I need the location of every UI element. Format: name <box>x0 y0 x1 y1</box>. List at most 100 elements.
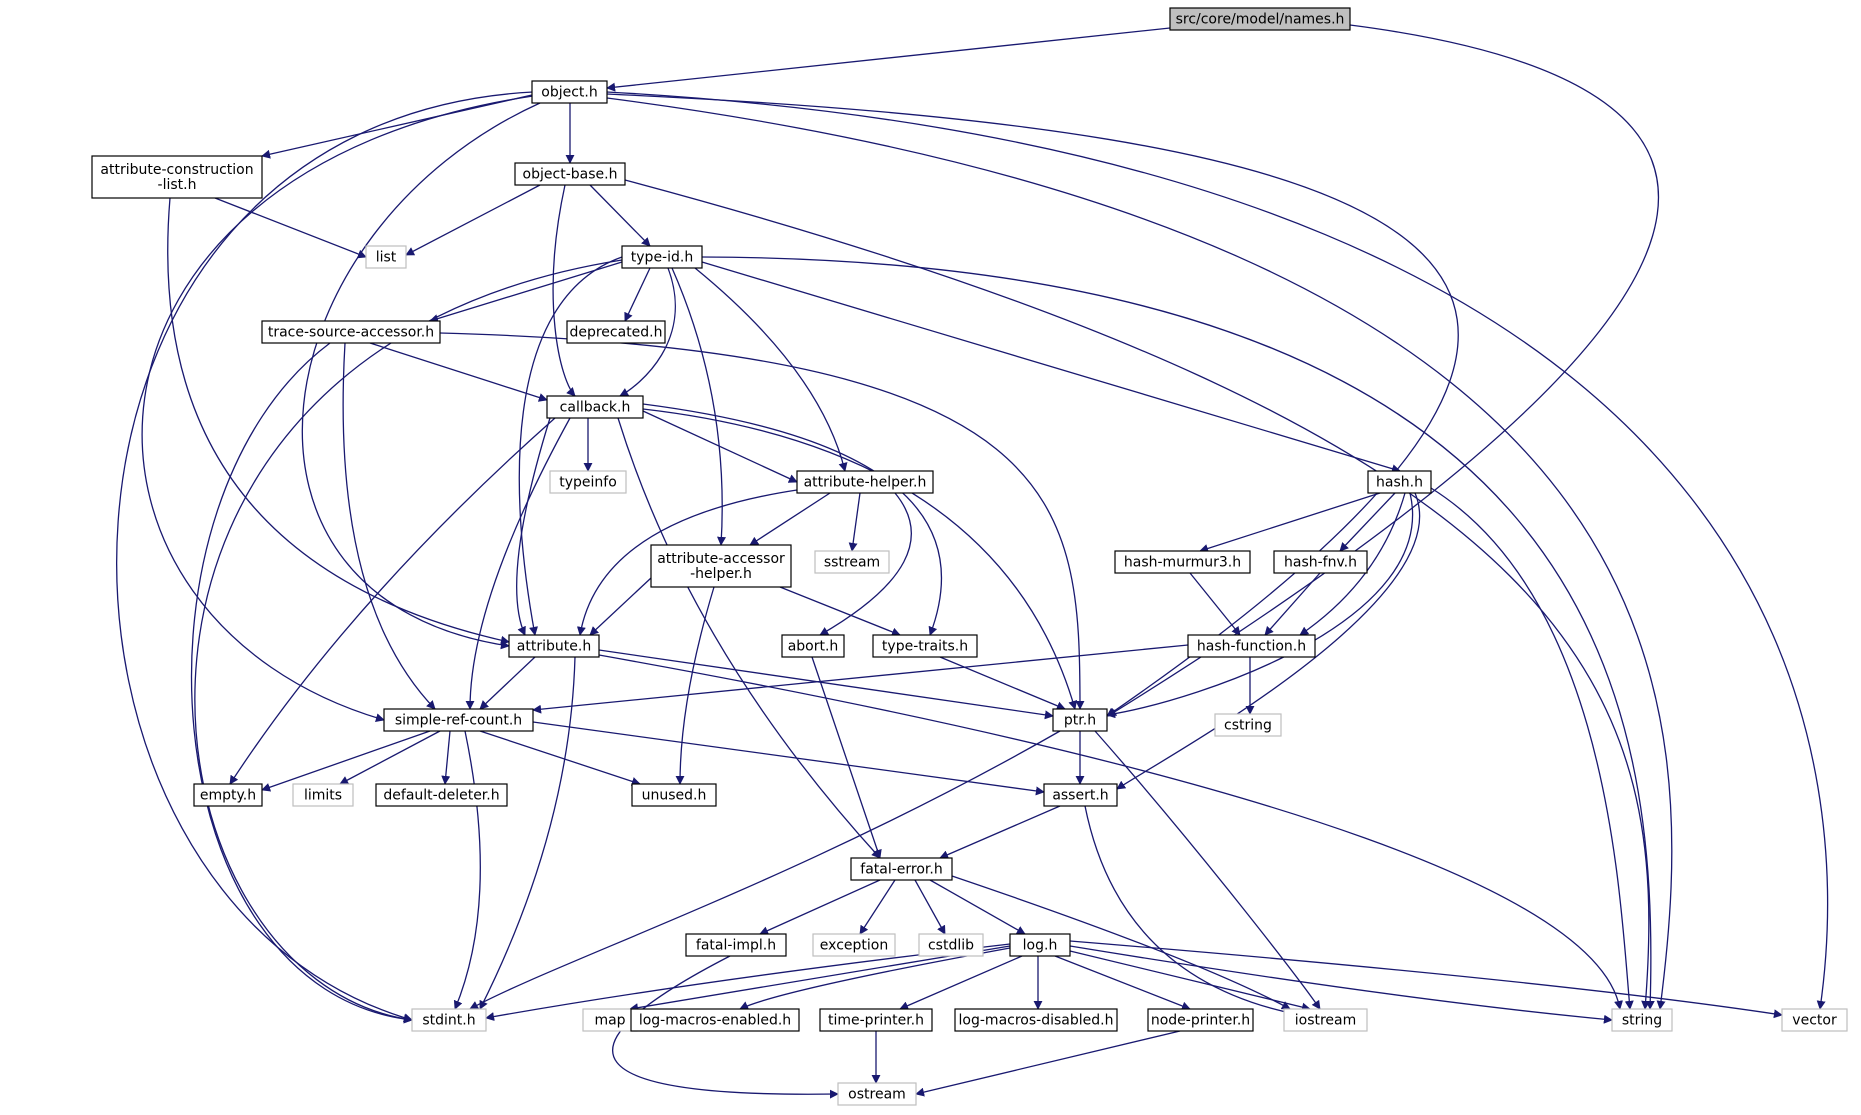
node-box <box>1214 713 1282 737</box>
edge-log-to-np <box>1054 955 1191 1011</box>
node-box <box>531 80 608 104</box>
node-typeid[interactable]: type-id.h <box>621 245 703 269</box>
edge-log-to-vector <box>1069 940 1783 1019</box>
node-box <box>872 634 978 658</box>
node-assert[interactable]: assert.h <box>1043 783 1118 807</box>
edge-fnv-to-hashfn <box>1264 572 1321 636</box>
edge-names-to-object <box>606 27 1171 92</box>
node-abort[interactable]: abort.h <box>781 634 845 658</box>
edge-object-to-acl <box>261 94 533 159</box>
node-fimpl[interactable]: fatal-impl.h <box>685 933 787 957</box>
edge-src-to-stdint <box>453 730 481 1010</box>
node-cstring[interactable]: cstring <box>1214 713 1282 737</box>
node-box <box>549 470 627 494</box>
node-label: map <box>594 1013 625 1029</box>
edge-object-to-string <box>606 97 1673 1010</box>
edge-typeid-to-aah <box>671 267 726 546</box>
node-map[interactable]: map <box>582 1008 638 1032</box>
edge-fatal-to-exception <box>859 879 896 935</box>
node-ahelper[interactable]: attribute-helper.h <box>796 470 934 494</box>
node-box <box>508 634 600 658</box>
node-fnv[interactable]: hash-fnv.h <box>1273 550 1368 574</box>
edge-callback-to-empty <box>229 417 556 785</box>
edge-fatal-to-log <box>929 879 1026 935</box>
node-log[interactable]: log.h <box>1009 933 1071 957</box>
node-label: cstdlib <box>928 938 974 954</box>
node-typetraits[interactable]: type-traits.h <box>872 634 978 658</box>
node-attribute[interactable]: attribute.h <box>508 634 600 658</box>
node-box <box>796 470 934 494</box>
edge-object-to-ptr <box>606 93 1459 717</box>
edge-assert-to-fatal <box>939 805 1061 859</box>
edge-hash-to-fnv <box>1339 492 1396 552</box>
node-box <box>685 933 787 957</box>
edge-callback-to-ahelper <box>642 410 798 483</box>
node-exception[interactable]: exception <box>812 933 896 957</box>
node-list[interactable]: list <box>365 245 407 269</box>
node-fatal[interactable]: fatal-error.h <box>850 857 953 881</box>
node-label: empty.h <box>200 788 256 804</box>
node-box <box>383 708 534 732</box>
node-dd[interactable]: default-deleter.h <box>375 783 508 807</box>
node-lmd[interactable]: log-macros-disabled.h <box>954 1008 1118 1032</box>
node-stdint[interactable]: stdint.h <box>411 1008 487 1032</box>
node-aah[interactable]: attribute-accessor-helper.h <box>650 544 792 588</box>
node-unused[interactable]: unused.h <box>631 783 717 807</box>
edge-attribute-to-string <box>598 654 1623 1010</box>
node-box <box>781 634 845 658</box>
node-ostream[interactable]: ostream <box>837 1082 917 1106</box>
edge-log-to-lme <box>739 947 1011 1010</box>
node-box <box>514 162 626 186</box>
node-box <box>1781 1008 1848 1032</box>
edge-callback-to-typetraits <box>642 403 943 636</box>
edge-src-to-limits <box>339 730 441 785</box>
node-deprecated[interactable]: deprecated.h <box>566 320 666 344</box>
edge-fatal-to-iostream <box>951 875 1291 1010</box>
node-lme[interactable]: log-macros-enabled.h <box>630 1008 800 1032</box>
edge-object-to-vector <box>606 91 1829 1010</box>
node-names[interactable]: src/core/model/names.h <box>1169 7 1351 31</box>
node-limits[interactable]: limits <box>292 783 354 807</box>
edge-hash-to-murmur <box>1199 492 1381 553</box>
node-label: default-deleter.h <box>383 788 499 804</box>
node-hash[interactable]: hash.h <box>1367 470 1432 494</box>
node-label: trace-source-accessor.h <box>268 325 434 341</box>
node-box <box>1114 550 1251 574</box>
node-label: hash-function.h <box>1197 639 1306 655</box>
edge-typeid-to-string <box>701 256 1655 1010</box>
node-acl[interactable]: attribute-construction-list.h <box>91 155 263 199</box>
node-label: attribute.h <box>517 639 591 655</box>
node-hashfn[interactable]: hash-function.h <box>1187 634 1316 658</box>
node-vector[interactable]: vector <box>1781 1008 1848 1032</box>
edge-tsa-to-callback <box>369 342 548 402</box>
node-label: exception <box>820 938 888 954</box>
node-object[interactable]: object.h <box>531 80 608 104</box>
node-np[interactable]: node-printer.h <box>1147 1008 1254 1032</box>
node-label: log-macros-enabled.h <box>639 1013 791 1029</box>
node-tp[interactable]: time-printer.h <box>819 1008 933 1032</box>
nodes: src/core/model/names.h object.h attribute-… <box>91 7 1848 1106</box>
edge-objbase-to-typeid <box>589 184 651 247</box>
node-iostream[interactable]: iostream <box>1283 1008 1368 1032</box>
node-sstream[interactable]: sstream <box>814 550 890 574</box>
node-box <box>375 783 508 807</box>
node-label: type-id.h <box>631 250 693 266</box>
node-ptr[interactable]: ptr.h <box>1052 708 1108 732</box>
edge-log-to-iostream <box>1069 950 1311 1012</box>
node-empty[interactable]: empty.h <box>193 783 263 807</box>
node-objbase[interactable]: object-base.h <box>514 162 626 186</box>
node-typeinfo[interactable]: typeinfo <box>549 470 627 494</box>
node-box <box>850 857 953 881</box>
node-src[interactable]: simple-ref-count.h <box>383 708 534 732</box>
node-murmur[interactable]: hash-murmur3.h <box>1114 550 1251 574</box>
node-string[interactable]: string <box>1611 1008 1673 1032</box>
node-tsa[interactable]: trace-source-accessor.h <box>261 320 441 344</box>
edge-typeid-to-hash <box>701 261 1401 473</box>
node-cstdlib[interactable]: cstdlib <box>918 933 984 957</box>
node-label: cstring <box>1224 718 1272 734</box>
node-callback[interactable]: callback.h <box>546 395 644 419</box>
edge-objbase-to-list <box>405 184 541 256</box>
edge-fimpl-to-ostream <box>612 955 839 1099</box>
edge-attribute-to-src <box>479 656 536 710</box>
